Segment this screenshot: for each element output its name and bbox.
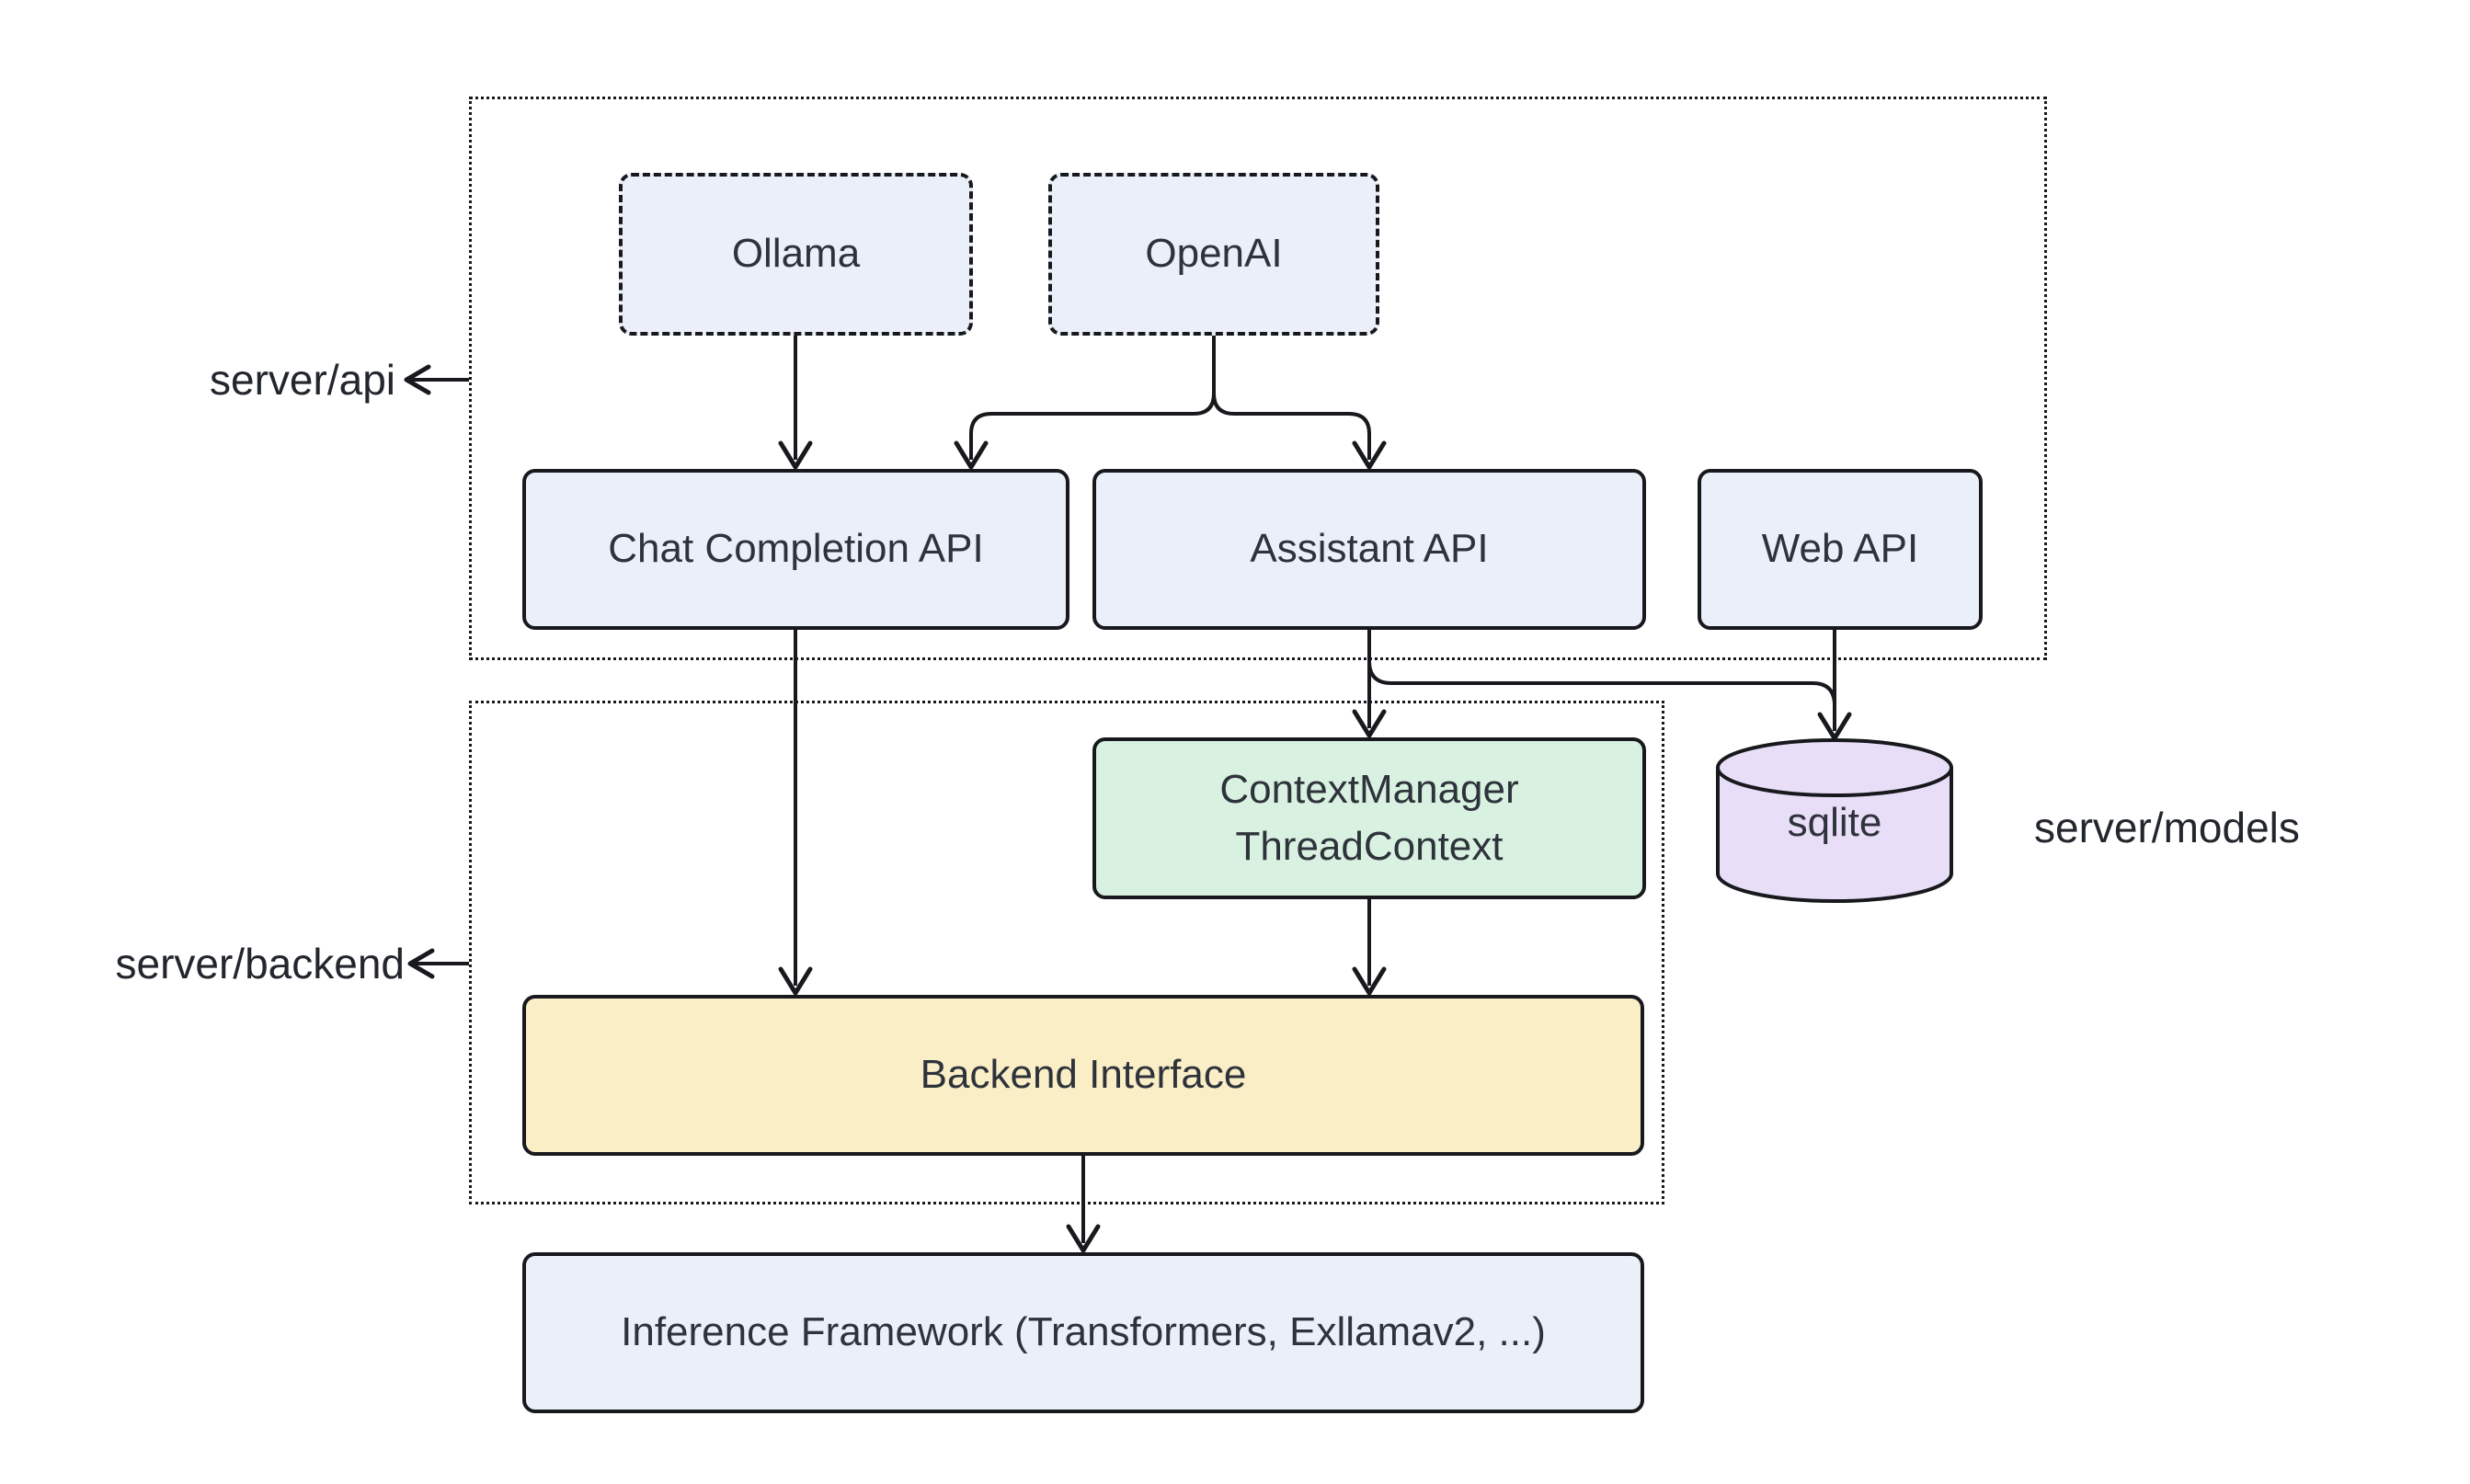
node-assistant-api: Assistant API: [1092, 469, 1646, 630]
node-sqlite-label: sqlite: [1787, 800, 1882, 845]
node-inference-framework-label: Inference Framework (Transformers, Exlla…: [621, 1309, 1546, 1355]
node-backend-interface-label: Backend Interface: [920, 1052, 1247, 1098]
node-ollama-label: Ollama: [731, 231, 861, 277]
node-backend-interface: Backend Interface: [522, 995, 1644, 1156]
cylinder-top: [1716, 738, 1953, 797]
node-context-manager: ContextManager ThreadContext: [1092, 737, 1646, 899]
arrowhead: [1352, 709, 1387, 738]
arrowhead: [778, 966, 813, 996]
arrowhead: [1352, 440, 1387, 470]
node-web-api-label: Web API: [1761, 526, 1919, 572]
context-manager-line1: ContextManager: [1219, 766, 1519, 812]
server-backend-pointer-arrow: [407, 948, 469, 979]
server-api-container: [469, 97, 2047, 660]
edge-openai-to-chat: [969, 393, 1216, 460]
arrowhead: [1066, 1224, 1101, 1253]
node-openai: OpenAI: [1048, 173, 1379, 336]
server-backend-container: [469, 701, 1664, 1204]
node-sqlite: sqlite: [1718, 797, 1951, 849]
node-assistant-api-label: Assistant API: [1250, 526, 1489, 572]
edge-openai-to-assistant: [1212, 393, 1371, 460]
node-ollama: Ollama: [619, 173, 973, 336]
node-inference-framework: Inference Framework (Transformers, Exlla…: [522, 1252, 1644, 1413]
arrowhead: [778, 440, 813, 470]
cylinder-body: [1716, 768, 1953, 903]
sqlite-cylinder-shape: [1716, 738, 1953, 903]
arrowhead: [954, 440, 989, 470]
server-models-label: server/models: [2034, 804, 2300, 851]
node-web-api: Web API: [1698, 469, 1983, 630]
node-context-manager-label: ContextManager ThreadContext: [1219, 761, 1518, 876]
arrowhead: [1352, 966, 1387, 996]
server-api-pointer-arrow: [404, 364, 469, 395]
arrowhead: [1817, 712, 1852, 741]
context-manager-line2: ThreadContext: [1235, 824, 1504, 869]
node-openai-label: OpenAI: [1145, 231, 1283, 277]
edge-assistant-to-sqlite: [1367, 630, 1836, 722]
node-chat-completion-api-label: Chat Completion API: [608, 526, 984, 572]
node-chat-completion-api: Chat Completion API: [522, 469, 1069, 630]
server-api-label: server/api: [210, 356, 395, 404]
server-backend-label: server/backend: [115, 940, 406, 987]
